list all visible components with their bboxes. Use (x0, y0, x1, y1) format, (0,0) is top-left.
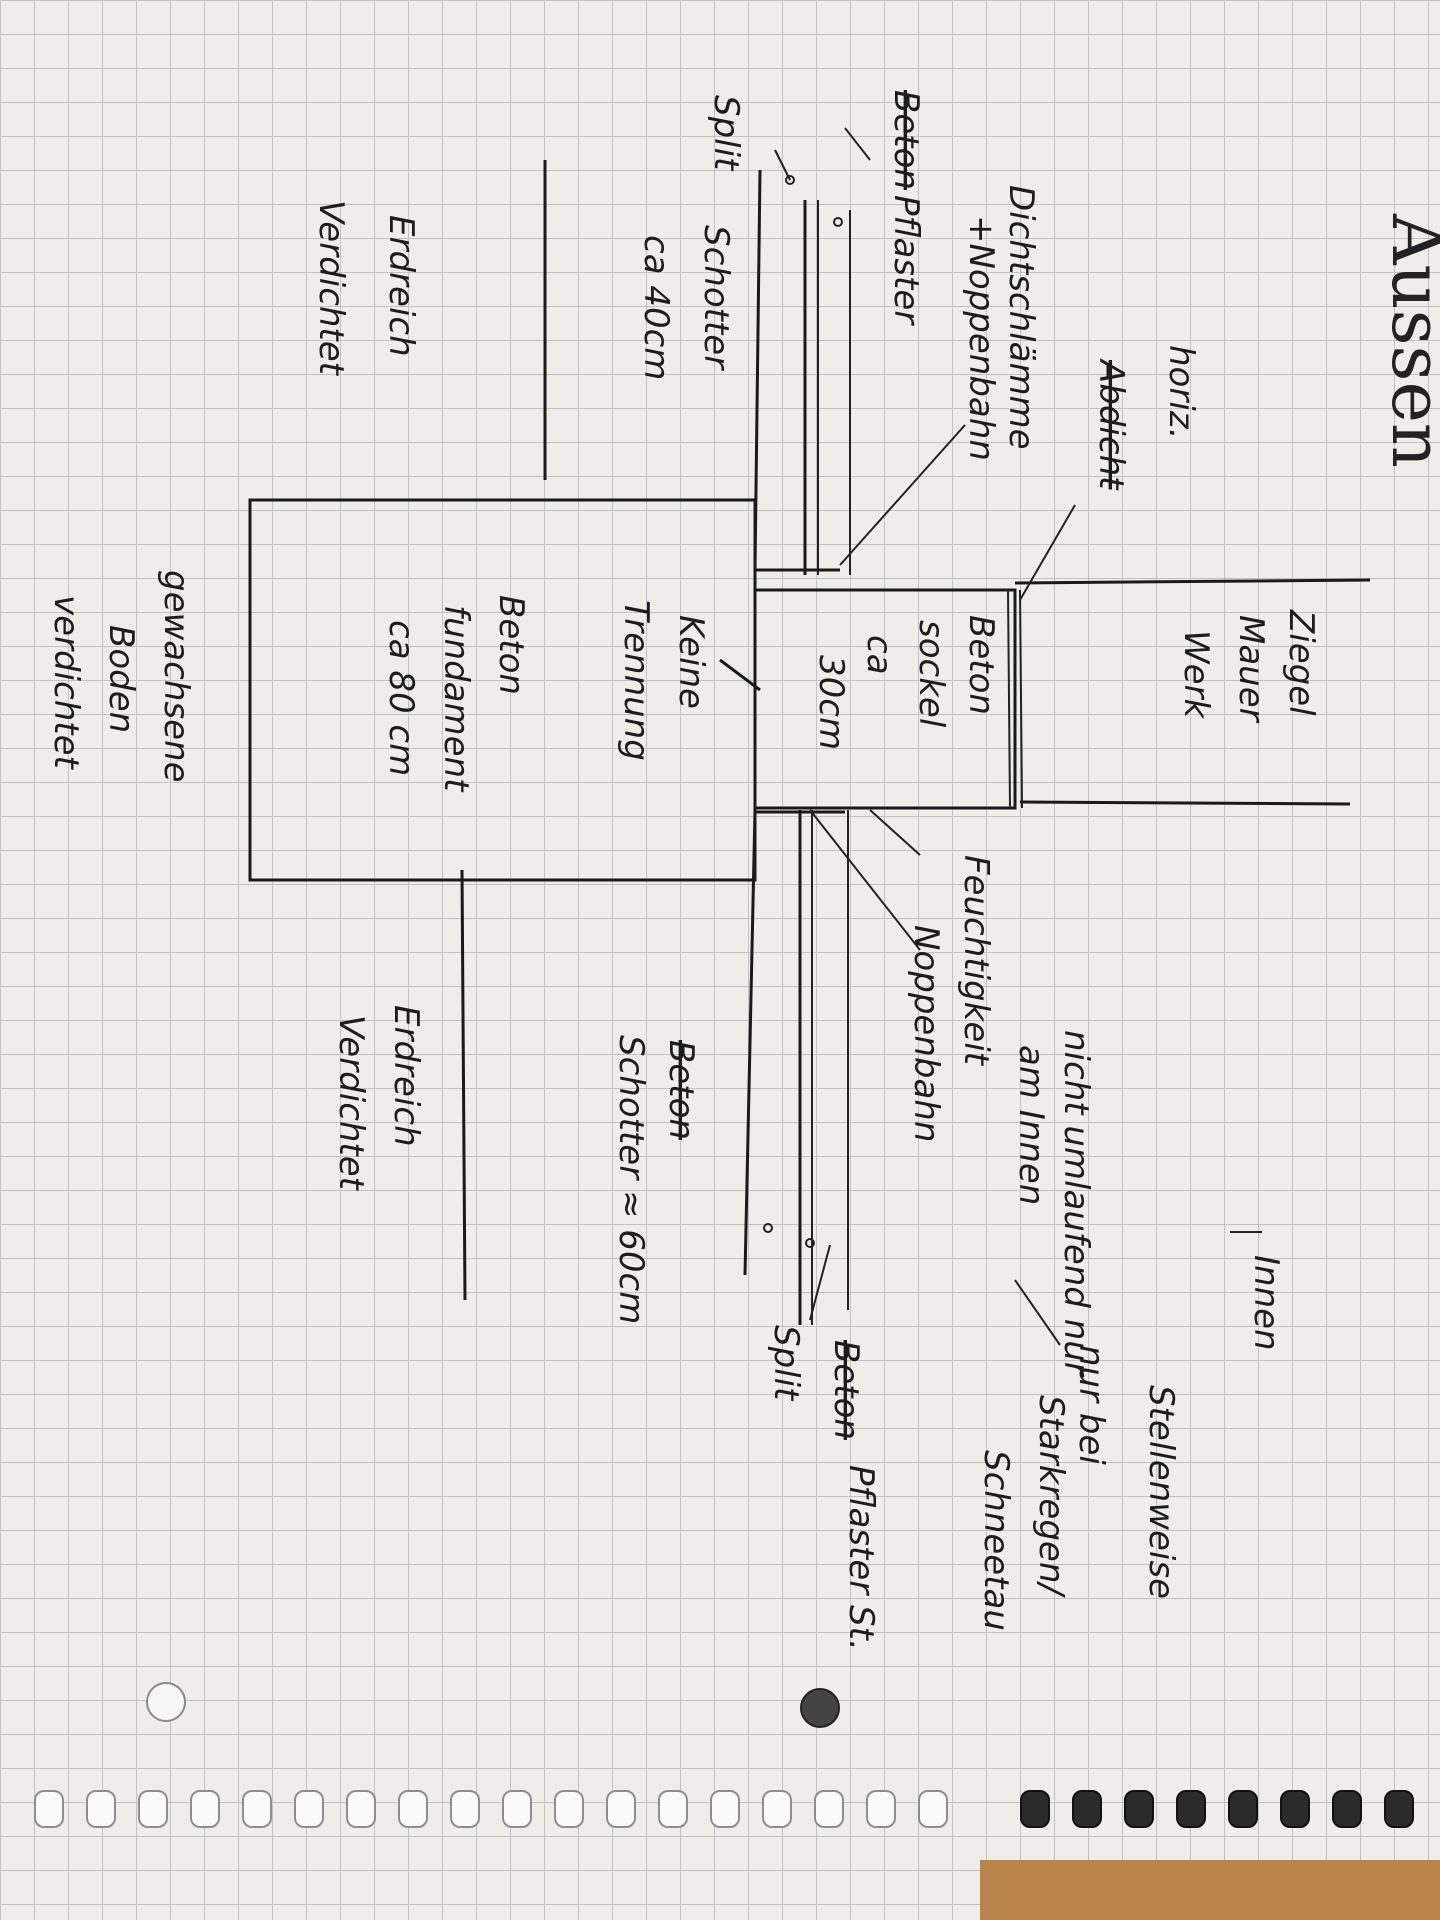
label-pflaster-right: Pflaster St. (841, 1465, 881, 1651)
page-title: Aussen (1376, 214, 1440, 468)
label-starkregen: Starkregen/ (1031, 1395, 1071, 1598)
label-noppenbahn-right: Noppenbahn (906, 925, 946, 1142)
layer-erdreich-right (460, 869, 467, 1301)
spiral-binding (0, 1790, 1440, 1850)
label-stellenweise: Stellenweise (1141, 1385, 1181, 1599)
label-split-left: Split (706, 95, 746, 172)
label-erdreich-left: Erdreich (381, 215, 421, 357)
layer-split-right (743, 809, 757, 1276)
label-am-innen: am Innen (1011, 1045, 1051, 1205)
label-pflaster-left: Pflaster (886, 195, 926, 326)
punch-hole-right (800, 1688, 840, 1728)
label-erdreich-right: Erdreich (386, 1005, 426, 1147)
label-noppenbahn-plus: +Noppenbahn (961, 215, 1001, 461)
label-ca-sockel: ca (859, 635, 899, 675)
label-nicht-umlaufend: nicht umlaufend nur (1056, 1030, 1096, 1378)
wall-top-line (1014, 578, 1371, 585)
label-30cm: 30cm (811, 655, 851, 750)
label-beton-struck-right: Beton (826, 1340, 866, 1440)
label-nur-bei: nur bei (1071, 1345, 1111, 1465)
label-mauer: Mauer (1231, 615, 1271, 724)
label-gewachsene: gewachsene (156, 570, 196, 782)
label-trennung: Trennung (616, 600, 656, 761)
label-beton-sockel: Beton (961, 615, 1001, 715)
label-feuchtigkeit: Feuchtigkeit (956, 855, 996, 1067)
label-ca-80cm: ca 80 cm (381, 620, 421, 776)
label-schotter-struck: Beton (661, 1040, 701, 1140)
label-boden: Boden (101, 625, 141, 733)
label-fundament: fundament (436, 605, 476, 793)
beton-fundament-box (248, 498, 757, 882)
label-schotter-right: Schotter ≈ 60cm (611, 1035, 651, 1324)
label-beton-struck-left: Beton (886, 90, 926, 190)
layer-split-left (753, 169, 762, 571)
label-werk: Werk (1176, 630, 1216, 720)
label-split-right: Split (766, 1325, 806, 1402)
label-keine: Keine (671, 615, 711, 709)
label-sockel: sockel (911, 620, 951, 728)
label-verdichtet-left: Verdichtet (311, 200, 351, 377)
wall-bottom-line (1019, 800, 1351, 806)
label-abdicht: Abdicht (1091, 358, 1131, 491)
label-ca-40cm: ca 40cm (636, 235, 676, 380)
label-schotter-left: Schotter (696, 225, 736, 371)
label-verdichtet-bottom: verdichtet (46, 595, 86, 771)
label-dichtschlaemme: Dichtschlämme (1001, 185, 1041, 450)
label-fundament-beton: Beton (491, 595, 531, 695)
wood-table-edge (980, 1860, 1440, 1920)
label-horiz: horiz. (1161, 345, 1201, 439)
label-innen: Innen (1246, 1255, 1286, 1351)
label-ziegel: Ziegel (1281, 609, 1321, 716)
label-schneetau: Schneetau (976, 1450, 1016, 1631)
label-verdichtet-right: Verdichtet (331, 1015, 371, 1192)
punch-hole-left (146, 1682, 186, 1722)
